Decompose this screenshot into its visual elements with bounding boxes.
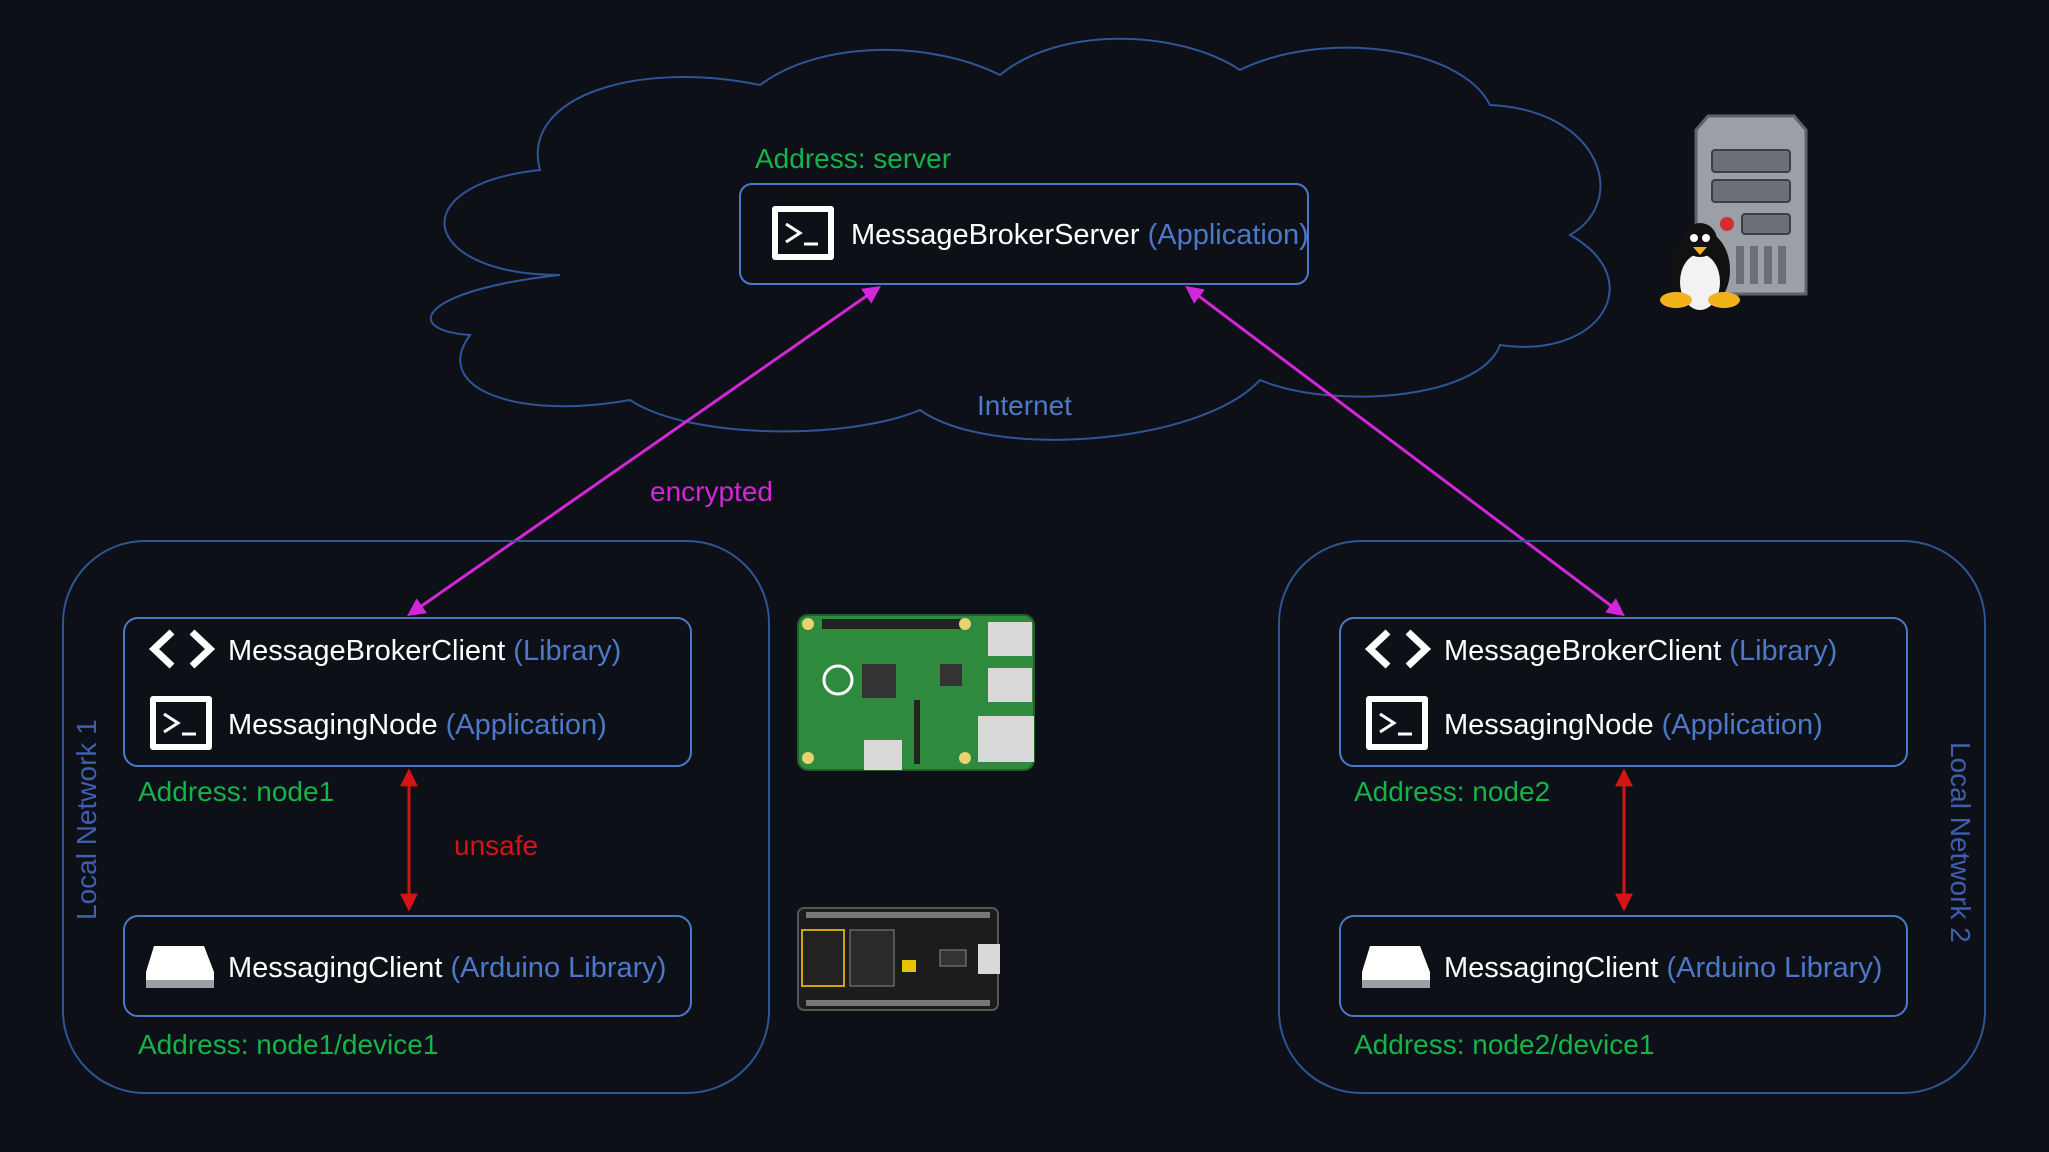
- svg-text:MessagingNode (Application): MessagingNode (Application): [1444, 709, 1823, 741]
- encrypted-label: encrypted: [650, 476, 773, 507]
- svg-text:MessageBrokerServer (Applicati: MessageBrokerServer (Application): [851, 219, 1309, 251]
- device1-type: (Arduino Library): [450, 952, 666, 984]
- terminal-icon: [150, 696, 212, 750]
- device2-name: MessagingClient: [1444, 952, 1658, 984]
- local-network-2: Local Network 2 MessageBrokerClient (Lib…: [1278, 540, 1986, 1094]
- device2-type: (Arduino Library): [1666, 952, 1882, 984]
- local-network-1: Local Network 1 MessageBrokerClient (Lib…: [62, 540, 770, 1094]
- node1-library-name: MessageBrokerClient: [228, 635, 505, 667]
- node2-library-type: (Library): [1729, 635, 1837, 667]
- server-name: MessageBrokerServer: [851, 219, 1140, 251]
- svg-text:MessagingClient (Arduino Libra: MessagingClient (Arduino Library): [228, 952, 666, 984]
- node1-address: Address: node1: [138, 776, 334, 807]
- device1-box: MessagingClient (Arduino Library): [123, 915, 692, 1017]
- node1-box: MessageBrokerClient (Library) MessagingN…: [123, 617, 692, 767]
- node2-app-type: (Application): [1662, 709, 1823, 741]
- svg-text:MessagingClient (Arduino Libra: MessagingClient (Arduino Library): [1444, 952, 1882, 984]
- raspberry-pi-board-icon: [797, 614, 1035, 771]
- node2-box: MessageBrokerClient (Library) MessagingN…: [1339, 617, 1908, 767]
- code-brackets-icon: [148, 629, 216, 669]
- esp8266-board-icon: [797, 907, 1000, 1011]
- node2-app-name: MessagingNode: [1444, 709, 1654, 741]
- svg-text:MessageBrokerClient (Library): MessageBrokerClient (Library): [228, 635, 621, 667]
- drive-icon: [146, 946, 214, 988]
- node1-library-type: (Library): [513, 635, 621, 667]
- device2-box: MessagingClient (Arduino Library): [1339, 915, 1908, 1017]
- code-brackets-icon: [1364, 629, 1432, 669]
- network2-label: Local Network 2: [1945, 742, 1976, 943]
- terminal-icon: [1366, 696, 1428, 750]
- server-address: Address: server: [755, 143, 951, 174]
- server-box: MessageBrokerServer (Application): [739, 183, 1309, 285]
- node1-app-name: MessagingNode: [228, 709, 438, 741]
- svg-text:MessageBrokerClient (Library): MessageBrokerClient (Library): [1444, 635, 1837, 667]
- node1-app-type: (Application): [446, 709, 607, 741]
- server-type: (Application): [1148, 219, 1309, 251]
- unsafe-label: unsafe: [454, 830, 538, 861]
- drive-icon: [1362, 946, 1430, 988]
- device1-address: Address: node1/device1: [138, 1029, 438, 1060]
- device1-name: MessagingClient: [228, 952, 442, 984]
- node2-address: Address: node2: [1354, 776, 1550, 807]
- node2-library-name: MessageBrokerClient: [1444, 635, 1721, 667]
- encrypted-links: [407, 285, 1625, 617]
- device2-address: Address: node2/device1: [1354, 1029, 1654, 1060]
- network1-label: Local Network 1: [71, 719, 102, 920]
- linux-server-icon: [1660, 114, 1808, 310]
- terminal-icon: [772, 206, 834, 260]
- svg-text:MessagingNode (Application): MessagingNode (Application): [228, 709, 607, 741]
- internet-label: Internet: [977, 390, 1072, 421]
